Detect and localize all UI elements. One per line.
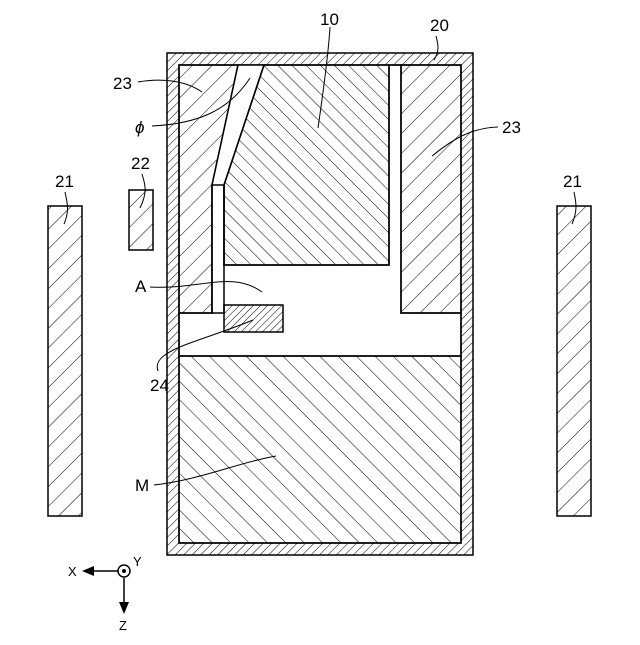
side-magnet-left: [48, 206, 82, 516]
sensor-block: [129, 190, 153, 250]
axis-y-label: Y: [133, 554, 142, 569]
label-gap: A: [135, 277, 147, 296]
axis-indicator: X Y Z: [68, 554, 142, 633]
lower-block: [179, 356, 461, 543]
inner-wall-right: [401, 65, 461, 313]
label-sensor: 22: [131, 154, 150, 173]
label-wall-left: 23: [113, 74, 132, 93]
label-element: 24: [150, 376, 169, 395]
x-axis-arrow-icon: [82, 566, 94, 576]
label-wall-right: 23: [502, 118, 521, 137]
axis-x-label: X: [68, 564, 77, 579]
label-phi: ϕ: [135, 118, 144, 137]
label-lower: M: [135, 476, 149, 495]
label-sample: 10: [320, 10, 339, 29]
z-axis-arrow-icon: [119, 602, 129, 614]
label-housing: 20: [430, 16, 449, 35]
label-side-left: 21: [55, 172, 74, 191]
label-side-right: 21: [563, 172, 582, 191]
axis-z-label: Z: [119, 618, 127, 633]
side-magnet-right: [557, 206, 591, 516]
